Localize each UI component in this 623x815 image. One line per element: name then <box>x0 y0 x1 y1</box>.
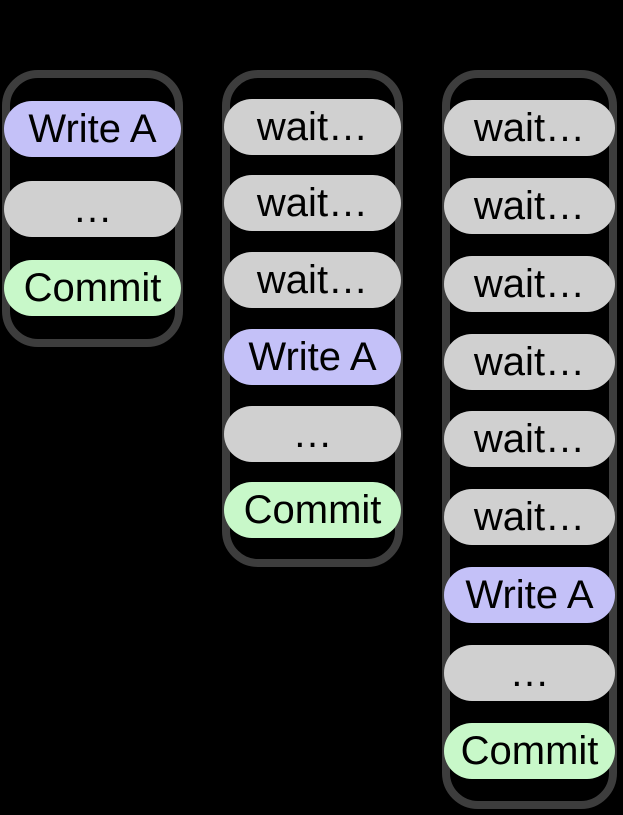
step-pill-wait: wait… <box>444 177 615 234</box>
step-pill-commit: Commit <box>4 259 181 316</box>
step-pill-wait: wait… <box>224 252 401 309</box>
transaction-queue-1: Write A … Commit <box>2 70 183 347</box>
step-pill-write: Write A <box>4 101 181 158</box>
transaction-queue-2: wait… wait… wait… Write A … Commit <box>222 70 403 567</box>
step-pill-commit: Commit <box>224 482 401 539</box>
step-pill-commit: Commit <box>444 723 615 780</box>
step-pill-wait: wait… <box>444 255 615 312</box>
step-pill-ellipsis: … <box>444 645 615 702</box>
step-pill-wait: wait… <box>224 175 401 232</box>
step-pill-ellipsis: … <box>4 180 181 237</box>
step-pill-write: Write A <box>444 567 615 624</box>
transaction-queue-3: wait… wait… wait… wait… wait… wait… Write A … Co… <box>442 70 617 809</box>
step-pill-wait: wait… <box>444 333 615 390</box>
step-pill-wait: wait… <box>444 411 615 468</box>
step-pill-wait: wait… <box>224 98 401 155</box>
step-pill-write: Write A <box>224 328 401 385</box>
step-pill-wait: wait… <box>444 489 615 546</box>
step-pill-ellipsis: … <box>224 405 401 462</box>
step-pill-wait: wait… <box>444 99 615 156</box>
